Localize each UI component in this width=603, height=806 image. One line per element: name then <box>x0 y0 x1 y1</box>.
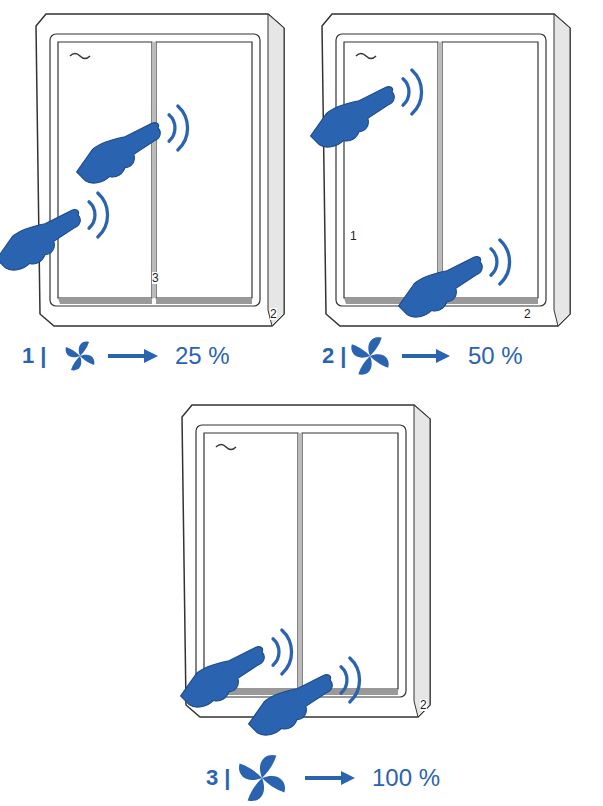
fan-speed: 100 % <box>372 766 440 790</box>
step-number: 1 | <box>22 345 47 367</box>
step-number: 2 | <box>322 345 347 367</box>
switch-number: 2 <box>524 308 531 320</box>
fan-speed: 25 % <box>175 344 230 368</box>
switch-number: 2 <box>420 699 427 711</box>
arrow <box>108 349 450 785</box>
switch-number: 1 <box>350 230 357 242</box>
fan-speed: 50 % <box>468 344 523 368</box>
switch-number: 2 <box>270 308 277 320</box>
step-number: 3 | <box>206 767 231 789</box>
switch-number: 3 <box>152 272 159 284</box>
